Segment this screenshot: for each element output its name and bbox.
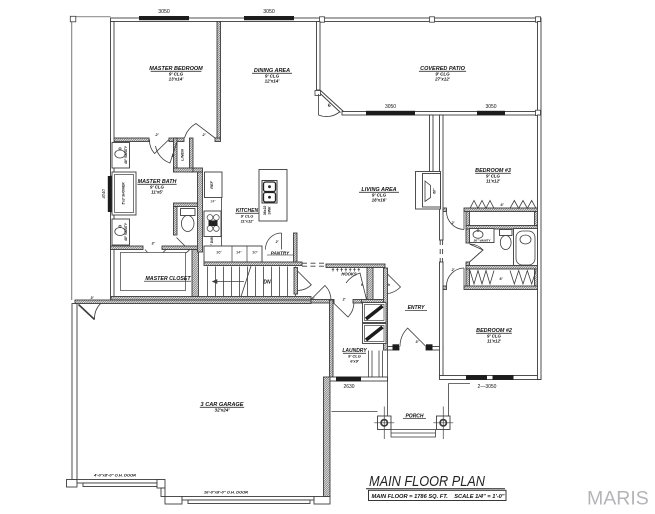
svg-text:COVERED PATIO: COVERED PATIO	[420, 66, 465, 72]
svg-text:9' CLG: 9' CLG	[150, 185, 165, 190]
svg-text:5'x3' SHOWER: 5'x3' SHOWER	[122, 182, 126, 205]
svg-text:h: h	[361, 283, 363, 287]
svg-text:DN: DN	[263, 280, 271, 286]
svg-text:3': 3'	[90, 296, 93, 300]
svg-text:18'x16': 18'x16'	[372, 197, 388, 202]
svg-text:2': 2'	[451, 221, 455, 225]
svg-text:34": 34"	[236, 251, 242, 255]
svg-text:9' CLG: 9' CLG	[169, 72, 184, 77]
svg-text:32'x24': 32'x24'	[215, 408, 231, 413]
svg-text:2': 2'	[311, 297, 315, 301]
svg-text:9' CLG: 9' CLG	[486, 174, 501, 179]
svg-text:30": 30"	[252, 251, 258, 255]
svg-text:6'x9': 6'x9'	[350, 358, 360, 363]
svg-text:9' CLG: 9' CLG	[265, 74, 280, 79]
svg-text:4040: 4040	[101, 189, 106, 199]
svg-text:BEDROOM #3: BEDROOM #3	[475, 168, 511, 174]
svg-text:9' CLG: 9' CLG	[348, 354, 361, 359]
svg-text:REF: REF	[209, 180, 214, 188]
svg-text:36" D/W: 36" D/W	[210, 236, 214, 249]
svg-text:3': 3'	[415, 340, 418, 344]
svg-text:3 CAR GARAGE: 3 CAR GARAGE	[201, 402, 244, 408]
svg-text:HOOKS: HOOKS	[341, 272, 357, 277]
svg-text:2630: 2630	[343, 384, 354, 390]
svg-text:2—3050: 2—3050	[478, 384, 497, 390]
svg-text:DINING AREA: DINING AREA	[254, 68, 290, 74]
svg-text:4'-0"x8'-0" O.H. DOOR: 4'-0"x8'-0" O.H. DOOR	[93, 473, 136, 478]
svg-text:11'x12': 11'x12'	[241, 218, 255, 223]
svg-text:48" VANITY: 48" VANITY	[124, 222, 128, 242]
svg-text:3050: 3050	[158, 9, 170, 15]
svg-text:3050: 3050	[263, 9, 275, 15]
svg-text:6': 6'	[499, 277, 502, 281]
svg-text:PORCH: PORCH	[405, 414, 423, 420]
svg-text:11'x12': 11'x12'	[486, 178, 501, 183]
svg-text:MASTER CLOSET: MASTER CLOSET	[145, 276, 191, 282]
svg-text:13'x14': 13'x14'	[169, 76, 185, 81]
svg-text:h: h	[388, 283, 390, 287]
svg-text:36" VANITY: 36" VANITY	[474, 238, 492, 242]
svg-text:2': 2'	[154, 133, 158, 137]
svg-text:9' CLG: 9' CLG	[241, 214, 254, 219]
svg-text:3': 3'	[151, 242, 154, 246]
svg-text:MAIN FLOOR = 1786 SQ. FT. S: MAIN FLOOR = 1786 SQ. FT. SCALE 1/4" = 1…	[372, 494, 505, 500]
svg-text:36x22: 36x22	[263, 206, 267, 216]
svg-text:2': 2'	[275, 240, 279, 244]
svg-text:LINEN: LINEN	[179, 149, 184, 161]
svg-text:2': 2'	[201, 133, 205, 137]
svg-text:9' CLG: 9' CLG	[372, 193, 387, 198]
svg-text:SINK: SINK	[268, 206, 272, 215]
svg-text:MARIS: MARIS	[587, 488, 649, 510]
svg-text:9' CLG: 9' CLG	[435, 72, 450, 77]
svg-text:LAUNDRY: LAUNDRY	[342, 348, 367, 354]
svg-text:MASTER BATH: MASTER BATH	[138, 179, 177, 185]
svg-text:MASTER BEDROOM: MASTER BEDROOM	[149, 66, 203, 72]
svg-text:2': 2'	[342, 298, 346, 302]
svg-text:MAIN FLOOR PLAN: MAIN FLOOR PLAN	[369, 473, 485, 490]
svg-text:BEDROOM #2: BEDROOM #2	[476, 328, 512, 334]
svg-text:3050: 3050	[385, 104, 396, 110]
svg-text:2': 2'	[451, 268, 455, 272]
svg-text:LIVING AREA: LIVING AREA	[361, 187, 396, 193]
svg-text:48" VANITY: 48" VANITY	[124, 145, 128, 165]
svg-text:24": 24"	[211, 200, 217, 204]
svg-text:2': 2'	[171, 154, 175, 158]
svg-text:6': 6'	[500, 203, 503, 207]
svg-text:60": 60"	[433, 188, 437, 194]
svg-text:36": 36"	[216, 251, 222, 255]
svg-text:6': 6'	[326, 101, 333, 108]
svg-text:11'x12': 11'x12'	[487, 338, 502, 343]
svg-text:3050: 3050	[485, 104, 496, 110]
svg-text:16'-0"x8'-0" O.H. DOOR: 16'-0"x8'-0" O.H. DOOR	[204, 490, 248, 495]
svg-text:KITCHEN: KITCHEN	[236, 208, 259, 214]
svg-text:11'x5': 11'x5'	[151, 189, 163, 194]
svg-text:12'x14': 12'x14'	[265, 78, 281, 83]
svg-text:ENTRY: ENTRY	[408, 305, 426, 311]
svg-text:PANTRY: PANTRY	[271, 251, 290, 256]
svg-text:27'x12': 27'x12'	[434, 76, 451, 81]
svg-text:9' CLG: 9' CLG	[487, 334, 502, 339]
